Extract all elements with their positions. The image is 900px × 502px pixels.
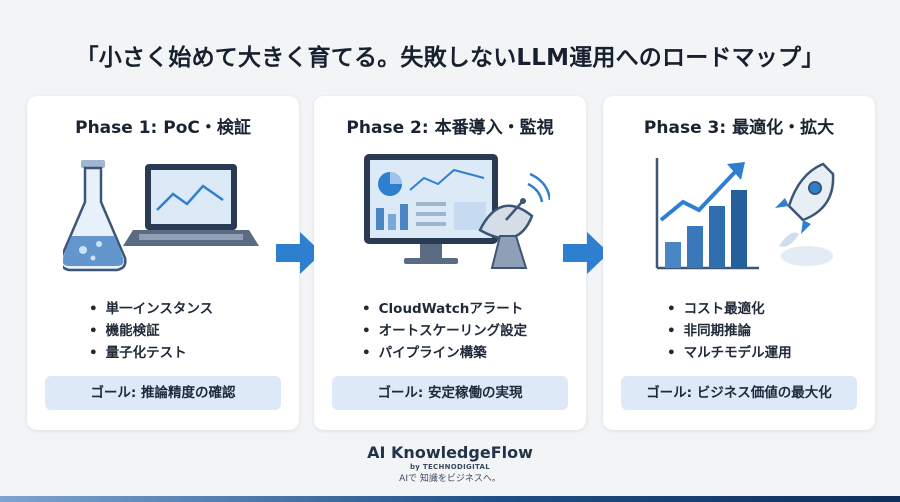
phase-1-card: Phase 1: PoC・検証 単一インスタンス 機能検証 量子化テスト ゴール… bbox=[27, 96, 299, 430]
phase-1-illustration bbox=[63, 160, 259, 272]
rocket-icon bbox=[775, 162, 835, 266]
satellite-dish-icon bbox=[478, 172, 550, 269]
bullet-item: 単一インスタンス bbox=[89, 298, 213, 320]
bullet-item: CloudWatchアラート bbox=[362, 298, 527, 320]
brand-tagline: AIで 知識をビジネスへ。 bbox=[399, 474, 501, 484]
bullet-item: 量子化テスト bbox=[89, 342, 213, 364]
page-title: 「小さく始めて大きく育てる。失敗しないLLM運用へのロードマップ」 bbox=[75, 45, 825, 71]
brand-byline: by TECHNODIGITAL bbox=[409, 463, 491, 471]
phase-2-title: Phase 2: 本番導入・監視 bbox=[346, 118, 554, 138]
phase-1-goal: ゴール: 推論精度の確認 bbox=[45, 376, 281, 410]
phase-3-goal: ゴール: ビジネス価値の最大化 bbox=[621, 376, 857, 410]
phase-1-bullets: 単一インスタンス 機能検証 量子化テスト bbox=[89, 298, 213, 364]
phase-1-title: Phase 1: PoC・検証 bbox=[75, 118, 251, 138]
bullet-item: パイプライン構築 bbox=[362, 342, 527, 364]
phase-3-illustration bbox=[655, 158, 835, 270]
footer-bar bbox=[0, 496, 900, 502]
bullet-item: マルチモデル運用 bbox=[667, 342, 792, 364]
flask-icon bbox=[63, 160, 127, 272]
phase-2-bullets: CloudWatchアラート オートスケーリング設定 パイプライン構築 bbox=[362, 298, 528, 364]
phase-3-title: Phase 3: 最適化・拡大 bbox=[643, 118, 835, 138]
phase-3-card: Phase 3: 最適化・拡大 コスト最適化 非同期推論 マルチモデル運用 ゴー… bbox=[603, 96, 875, 430]
bullet-item: コスト最適化 bbox=[667, 298, 792, 320]
arrow-right-icon bbox=[276, 232, 322, 274]
brand-name: AI KnowledgeFlow bbox=[367, 443, 533, 462]
phase-3-bullets: コスト最適化 非同期推論 マルチモデル運用 bbox=[667, 298, 792, 364]
brand-logo: AI KnowledgeFlow by TECHNODIGITAL AIで 知識… bbox=[0, 444, 900, 486]
bullet-item: 非同期推論 bbox=[667, 320, 792, 342]
growth-chart-icon bbox=[655, 158, 759, 270]
phase-2-illustration bbox=[364, 154, 550, 269]
bullet-item: オートスケーリング設定 bbox=[362, 320, 528, 342]
laptop-icon bbox=[123, 164, 259, 246]
phase-2-goal: ゴール: 安定稼働の実現 bbox=[332, 376, 568, 410]
bullet-item: 機能検証 bbox=[89, 320, 213, 342]
phase-2-card: Phase 2: 本番導入・監視 CloudWatch bbox=[314, 96, 586, 430]
monitor-dashboard-icon bbox=[364, 154, 498, 264]
arrow-right-icon bbox=[563, 232, 609, 274]
